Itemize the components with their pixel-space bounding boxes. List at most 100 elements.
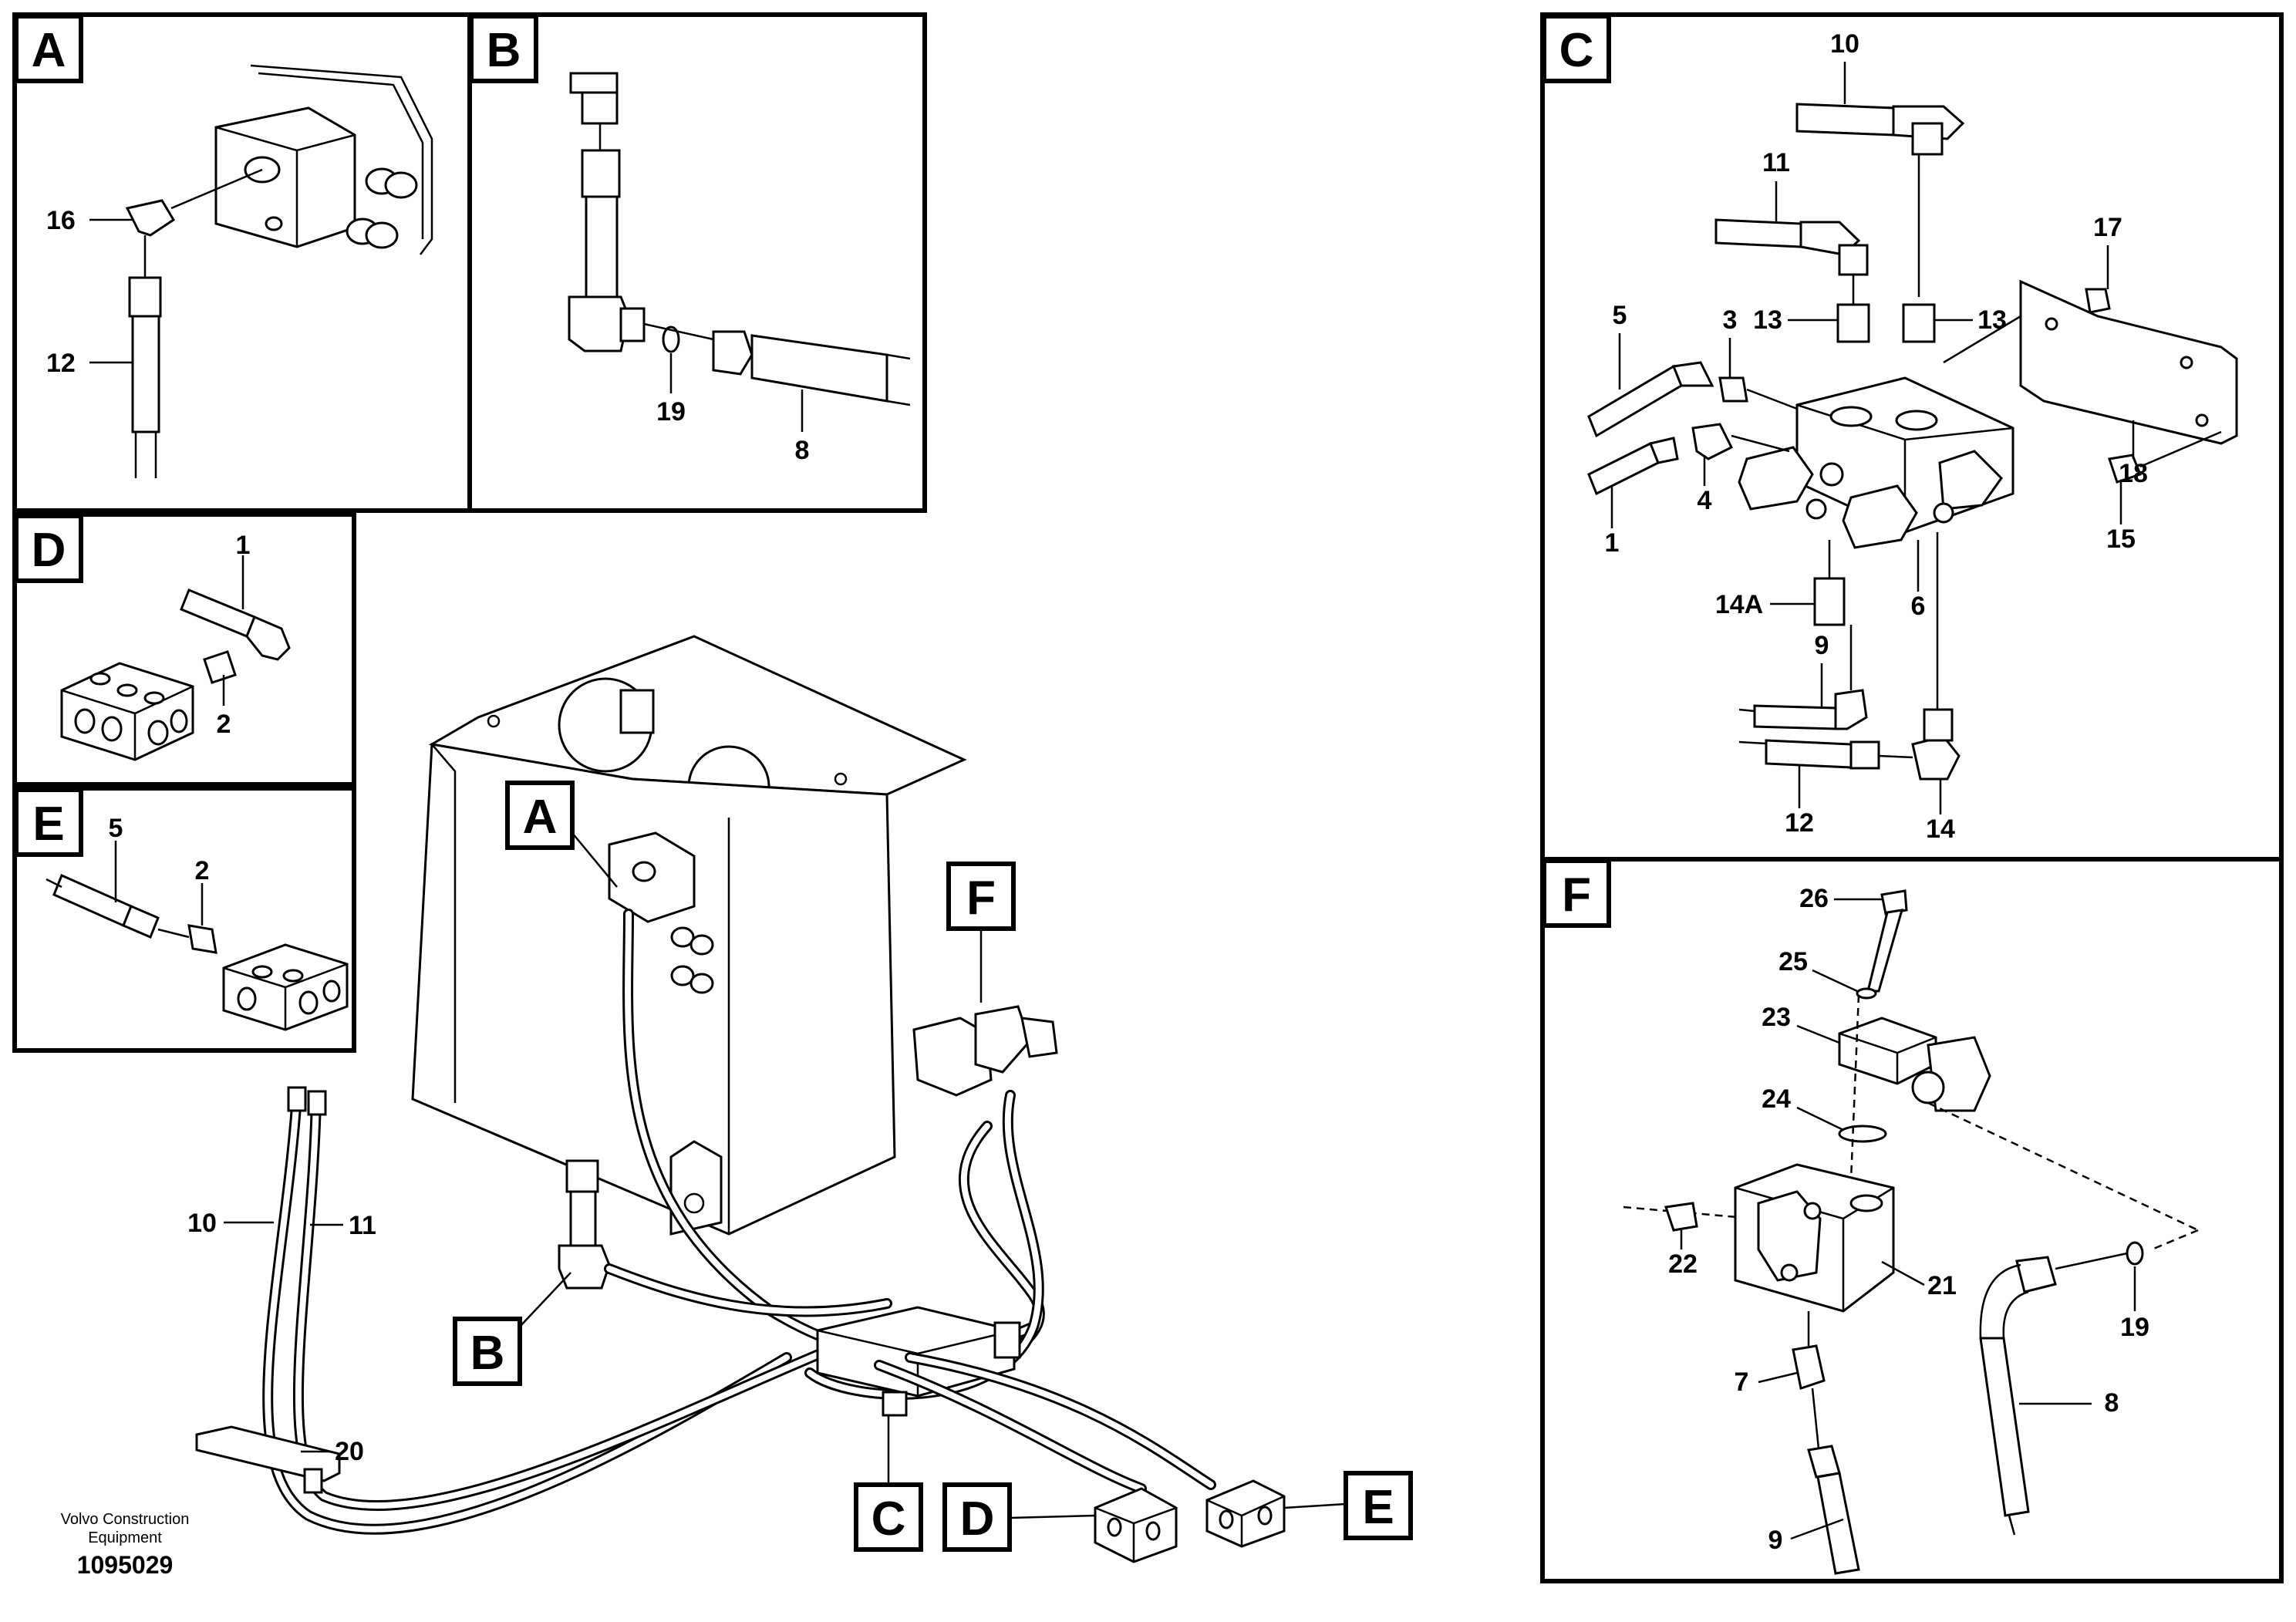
- callout-b-letter: B: [470, 1327, 505, 1380]
- main-labels: 10 11 20: [187, 1209, 376, 1466]
- tank-body: [411, 743, 896, 1236]
- panel-b-elbow: [568, 295, 630, 352]
- label-c-5: 5: [1613, 301, 1627, 330]
- label-main-11: 11: [349, 1211, 376, 1240]
- panel-e: E 5 2: [12, 786, 356, 1053]
- suction-elbow: [558, 1244, 611, 1290]
- panel-f-hose-8-nut: [2015, 1256, 2057, 1293]
- main-assembly: [195, 635, 1286, 1563]
- panel-c-hose-12: [1765, 739, 1853, 769]
- label-f-25: 25: [1778, 947, 1808, 976]
- callout-c-box: [854, 1482, 923, 1552]
- panel-f: F: [1540, 857, 2284, 1583]
- panel-b-letter-box: [469, 14, 538, 83]
- label-e-2: 2: [195, 856, 210, 885]
- panel-c-hose-10: [1795, 103, 1895, 137]
- label-c-11: 11: [1762, 148, 1790, 177]
- label-c-10: 10: [1830, 29, 1859, 59]
- company-line-2: Equipment: [88, 1529, 162, 1546]
- label-c-13a: 13: [1753, 305, 1782, 335]
- panel-b-adapter: [585, 195, 619, 298]
- label-c-14: 14: [1926, 814, 1955, 844]
- panel-f-hose-9: [1816, 1472, 1860, 1575]
- panel-f-letter-box: [1542, 858, 1611, 928]
- label-c-18: 18: [2119, 459, 2148, 488]
- tank-bottom-bracket: [669, 1140, 723, 1236]
- label-c-9: 9: [1815, 631, 1829, 660]
- callout-a-letter: A: [523, 791, 558, 844]
- label-c-1: 1: [1605, 528, 1620, 558]
- panel-b-hose-nut: [712, 330, 754, 376]
- panel-c-fitting-13a: [1836, 303, 1870, 343]
- doc-number: 1095029: [77, 1551, 174, 1579]
- label-f-8: 8: [2105, 1388, 2119, 1418]
- panel-f-oring-24: [1838, 1125, 1887, 1143]
- label-c-6: 6: [1911, 592, 1926, 621]
- footer: Volvo Construction Equipment 1095029: [61, 1511, 190, 1579]
- panel-f-hose-8: [1979, 1337, 2030, 1517]
- panel-b-nut: [581, 149, 621, 198]
- panel-f-bolt-22: [1664, 1202, 1698, 1232]
- label-d-1: 1: [236, 531, 251, 560]
- panel-c-bracket: [2019, 279, 2238, 445]
- callout-d-letter: D: [960, 1492, 995, 1546]
- panel-a-letter: A: [32, 24, 66, 77]
- hose-clamp: [195, 1425, 341, 1482]
- panel-a-letter-box: [14, 14, 83, 83]
- label-c-15: 15: [2106, 524, 2136, 554]
- label-main-10: 10: [187, 1209, 217, 1238]
- label-c-4: 4: [1698, 486, 1712, 515]
- panel-a-block: [214, 106, 356, 248]
- panel-c-hose-9: [1753, 704, 1837, 730]
- panel-d: D 1 2: [12, 512, 356, 787]
- label-f-19: 19: [2120, 1313, 2149, 1342]
- label-d-2: 2: [217, 710, 231, 739]
- callout-c-letter: C: [872, 1492, 906, 1546]
- panel-c-bolt-17: [2085, 288, 2111, 314]
- callout-e-box: [1344, 1471, 1413, 1540]
- panel-c-bolt-15: [2108, 454, 2142, 484]
- block-d-main: [1094, 1487, 1178, 1563]
- panel-a-hose: [131, 315, 160, 433]
- panel-e-fitting: [187, 924, 217, 954]
- panel-c-solenoid-3: [1938, 450, 2003, 511]
- label-19: 19: [656, 397, 686, 427]
- label-c-14a: 14A: [1715, 590, 1763, 619]
- panel-b: B 19 8: [467, 12, 927, 513]
- label-f-24: 24: [1762, 1084, 1791, 1114]
- label-f-23: 23: [1762, 1003, 1791, 1032]
- callout-a-box: [505, 781, 575, 850]
- panel-a: A 16 12: [12, 12, 472, 513]
- label-f-7: 7: [1735, 1367, 1749, 1397]
- callout-f-letter: F: [966, 872, 996, 925]
- panel-c-letter: C: [1559, 24, 1594, 77]
- callout-d-box: [942, 1482, 1012, 1552]
- panel-a-nut: [128, 276, 162, 318]
- panel-c-solenoid-2: [1842, 484, 1918, 549]
- panel-f-oring-19: [2126, 1241, 2144, 1266]
- panel-b-letter: B: [487, 24, 521, 77]
- panel-a-elbow: [125, 199, 176, 237]
- panel-c-fitting-14a: [1813, 577, 1846, 626]
- label-c-13b: 13: [1977, 305, 2007, 335]
- panel-d-letter: D: [32, 524, 66, 577]
- suction-fitting: [565, 1159, 599, 1193]
- label-f-26: 26: [1799, 884, 1829, 913]
- label-e-5: 5: [109, 814, 123, 843]
- label-f-22: 22: [1668, 1249, 1698, 1279]
- company-line-1: Volvo Construction: [61, 1511, 190, 1528]
- label-f-9: 9: [1768, 1526, 1783, 1555]
- panel-a-bracket: [250, 64, 433, 255]
- label-12: 12: [46, 349, 76, 378]
- callout-f-box: [946, 862, 1016, 931]
- panel-c-fitting-3: [1718, 376, 1748, 403]
- panel-d-fitting: [203, 650, 237, 684]
- panel-e-letter: E: [32, 798, 64, 851]
- pilot-valve-f: [912, 1017, 993, 1097]
- panel-c-fitting-13b: [1902, 303, 1936, 343]
- label-c-12: 12: [1785, 808, 1814, 838]
- panel-b-oring: [662, 325, 680, 353]
- panel-f-hose-8-bend: [1979, 1263, 2029, 1339]
- panel-c-solenoid-1: [1738, 446, 1814, 511]
